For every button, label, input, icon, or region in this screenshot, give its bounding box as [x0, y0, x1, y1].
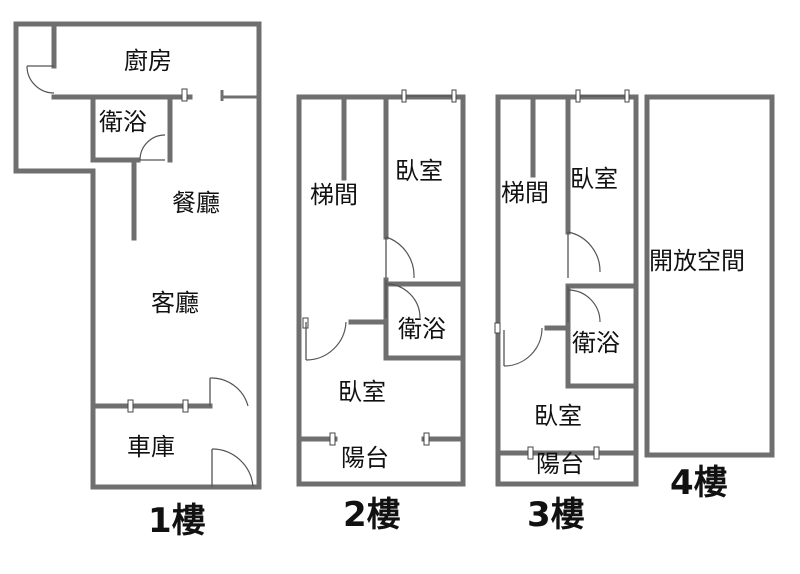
- room-label-stairwell: 梯間: [501, 179, 549, 207]
- floor-3-window: [527, 446, 534, 460]
- room-label-dining-room: 餐廳: [172, 189, 220, 217]
- floor-2-plan: [296, 89, 466, 487]
- floor-3-window: [575, 89, 581, 103]
- floor-3-door-swing: [503, 327, 543, 367]
- floor-1-outer-wall: [13, 21, 262, 490]
- room-label-living-room: 客廳: [151, 289, 199, 317]
- floor-1-plan: [13, 21, 262, 490]
- floor-3-plan: [494, 89, 639, 487]
- floor-label-4: 4樓: [670, 463, 728, 503]
- room-label-stairwell: 梯間: [310, 181, 358, 209]
- room-label-bedroom: 臥室: [395, 157, 443, 185]
- room-label-bedroom: 臥室: [570, 165, 618, 193]
- floor-label-2: 2樓: [343, 495, 401, 535]
- floor-2-door-swing: [305, 321, 347, 361]
- floor-1-bath-door-swing: [139, 134, 166, 161]
- room-label-kitchen: 廚房: [124, 47, 172, 75]
- floor-1-window: [182, 399, 189, 413]
- floor-2-window: [329, 432, 336, 446]
- floor-1-door-swing: [26, 65, 55, 94]
- room-label-bathroom: 衛浴: [572, 329, 620, 357]
- floor-2-window: [423, 432, 430, 446]
- room-label-open-space: 開放空間: [649, 247, 745, 275]
- floor-1-entry-door-swing: [211, 448, 254, 488]
- floor-2-bath-door-swing: [385, 283, 421, 319]
- room-label-bathroom: 衛浴: [398, 315, 446, 343]
- floor-2-outer-wall: [296, 94, 466, 487]
- room-label-bathroom: 衛浴: [99, 108, 147, 136]
- floor-3-window: [593, 446, 600, 460]
- floor-1-window: [181, 88, 188, 102]
- floor-2-window: [451, 89, 457, 103]
- floor-3-bath-door-swing: [567, 289, 601, 323]
- floor-3-window: [624, 89, 630, 103]
- floor-label-3: 3樓: [527, 495, 585, 535]
- floor-4-plan: [644, 94, 775, 458]
- room-label-garage: 車庫: [127, 433, 175, 461]
- room-label-bedroom: 臥室: [338, 378, 386, 406]
- floor-2-bedroom-door-swing: [385, 236, 415, 279]
- floor-2-window: [401, 89, 407, 103]
- floor-label-1: 1樓: [148, 501, 206, 541]
- floor-3-bedroom-door-swing: [567, 231, 601, 273]
- floor-1-garage-door-swing: [209, 377, 249, 407]
- floor-1-window: [127, 399, 134, 413]
- room-label-balcony: 陽台: [341, 444, 389, 472]
- room-label-balcony: 陽台: [536, 450, 584, 478]
- floor-4-outer-wall: [644, 94, 775, 458]
- room-label-bedroom: 臥室: [534, 402, 582, 430]
- floor-3-window: [494, 322, 501, 334]
